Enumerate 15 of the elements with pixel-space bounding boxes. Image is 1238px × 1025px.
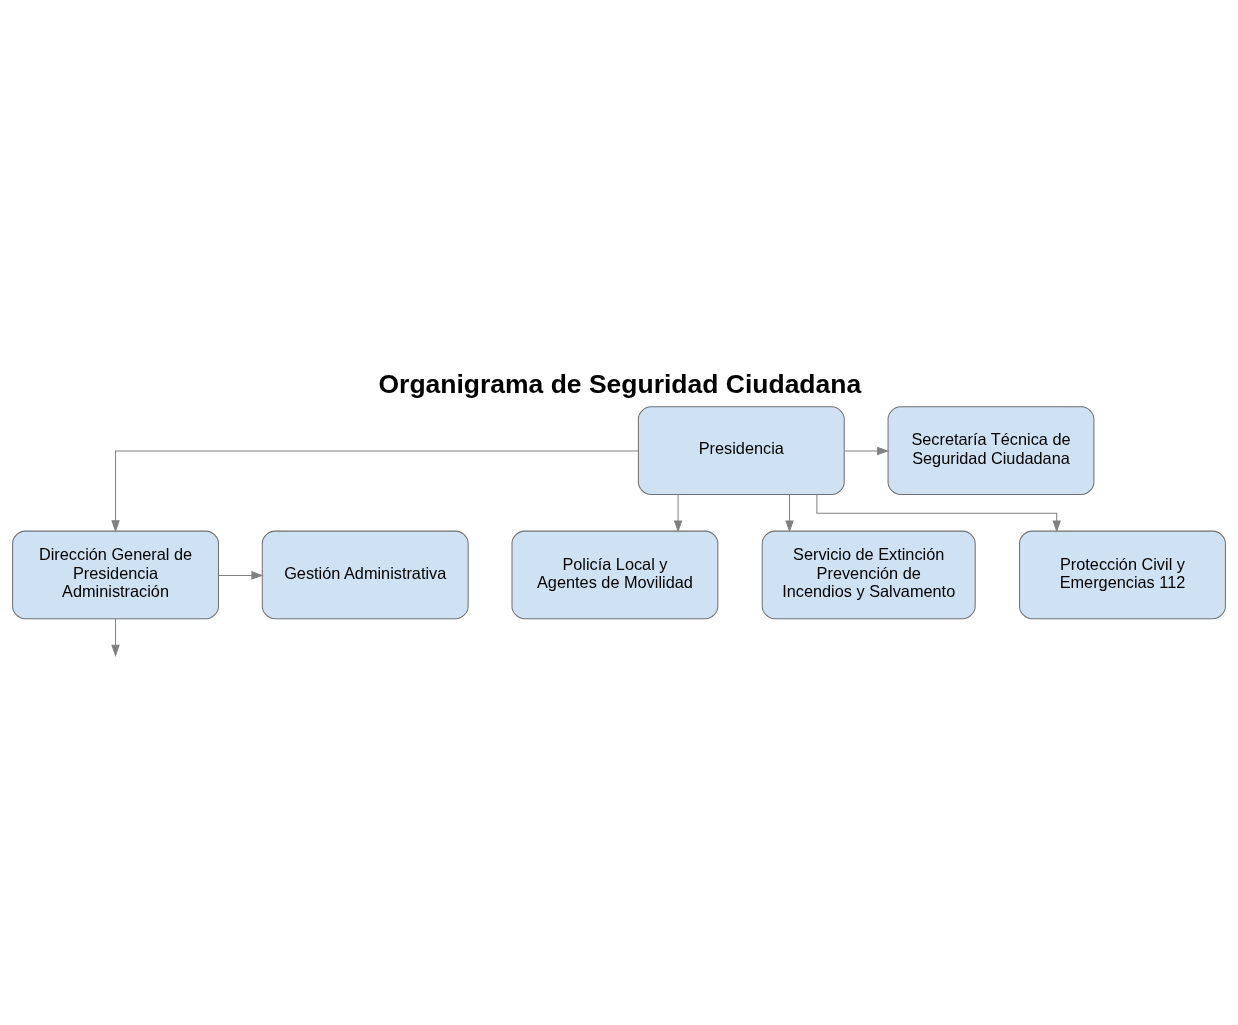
- node-box: Presidencia: [637, 405, 845, 495]
- node-box: Gestión Administrativa: [261, 530, 469, 619]
- node-box: Policía Local y Agentes de Movilidad: [511, 530, 719, 619]
- arrow: [816, 493, 1061, 533]
- arrow: [218, 570, 264, 580]
- arrow: [111, 450, 639, 532]
- arrow: [673, 493, 683, 533]
- arrow: [785, 493, 794, 533]
- diagram-title: Organigrama de Seguridad Ciudadana: [378, 368, 862, 399]
- node-box: Dirección General de Presidencia Administración: [12, 530, 219, 619]
- node-box: Secretaría Técnica de Seguridad Ciudadana: [887, 405, 1095, 495]
- arrow: [111, 617, 120, 657]
- node-box: Servicio de Extinción Prevención de Incendios y Salvamento: [761, 530, 976, 619]
- arrow: [843, 446, 890, 455]
- node-box: Protección Civil y Emergencias 112: [1019, 530, 1226, 619]
